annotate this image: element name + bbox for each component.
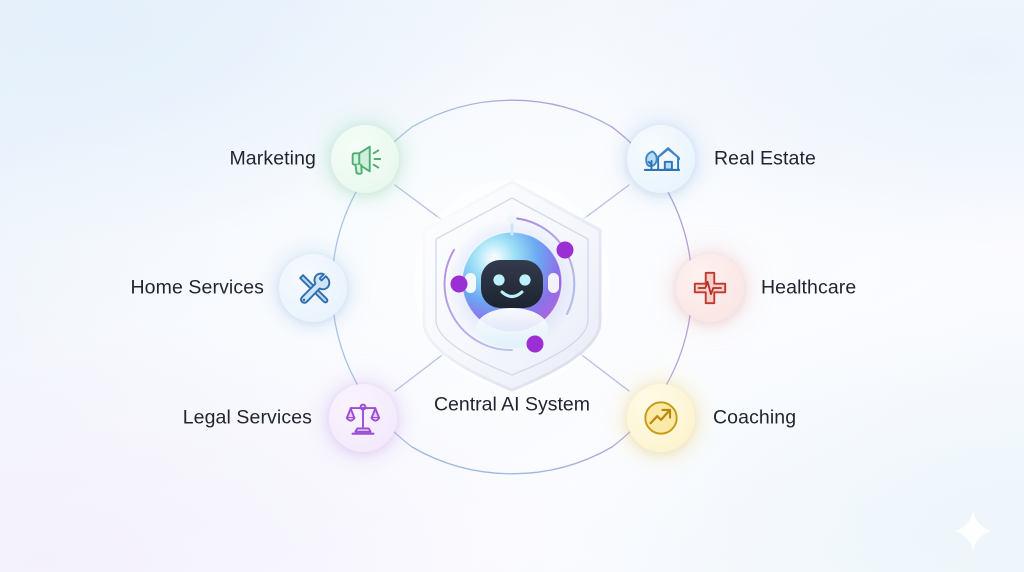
- node-healthcare[interactable]: [659, 237, 761, 339]
- node-coaching[interactable]: [610, 367, 712, 469]
- orbit-dot: [526, 335, 544, 353]
- central-ai-hub[interactable]: [407, 172, 617, 402]
- node-home-services[interactable]: [262, 237, 364, 339]
- node-label-home-services: Home Services: [130, 276, 264, 299]
- node-label-healthcare: Healthcare: [761, 276, 857, 299]
- house-tree-icon: [643, 147, 680, 171]
- node-label-real-estate: Real Estate: [714, 147, 816, 170]
- megaphone-icon: [351, 145, 382, 175]
- node-label-marketing: Marketing: [229, 147, 316, 170]
- node-marketing[interactable]: [314, 108, 416, 210]
- medical-cross-pulse-icon: [693, 271, 727, 305]
- orbit-dot: [450, 275, 468, 293]
- node-label-legal-services: Legal Services: [182, 406, 312, 429]
- node-real-estate[interactable]: [610, 108, 712, 210]
- wrench-screwdriver-icon: [299, 272, 331, 304]
- scales-of-justice-icon: [345, 403, 381, 435]
- growth-arrow-icon: [644, 401, 678, 435]
- node-legal-services[interactable]: [312, 367, 414, 469]
- node-label-coaching: Coaching: [713, 406, 797, 429]
- four-point-sparkle-icon: [955, 511, 991, 551]
- robot-shield-icon: [414, 180, 610, 392]
- orbit-dot: [556, 241, 574, 259]
- central-hub-label: Central AI System: [433, 393, 591, 416]
